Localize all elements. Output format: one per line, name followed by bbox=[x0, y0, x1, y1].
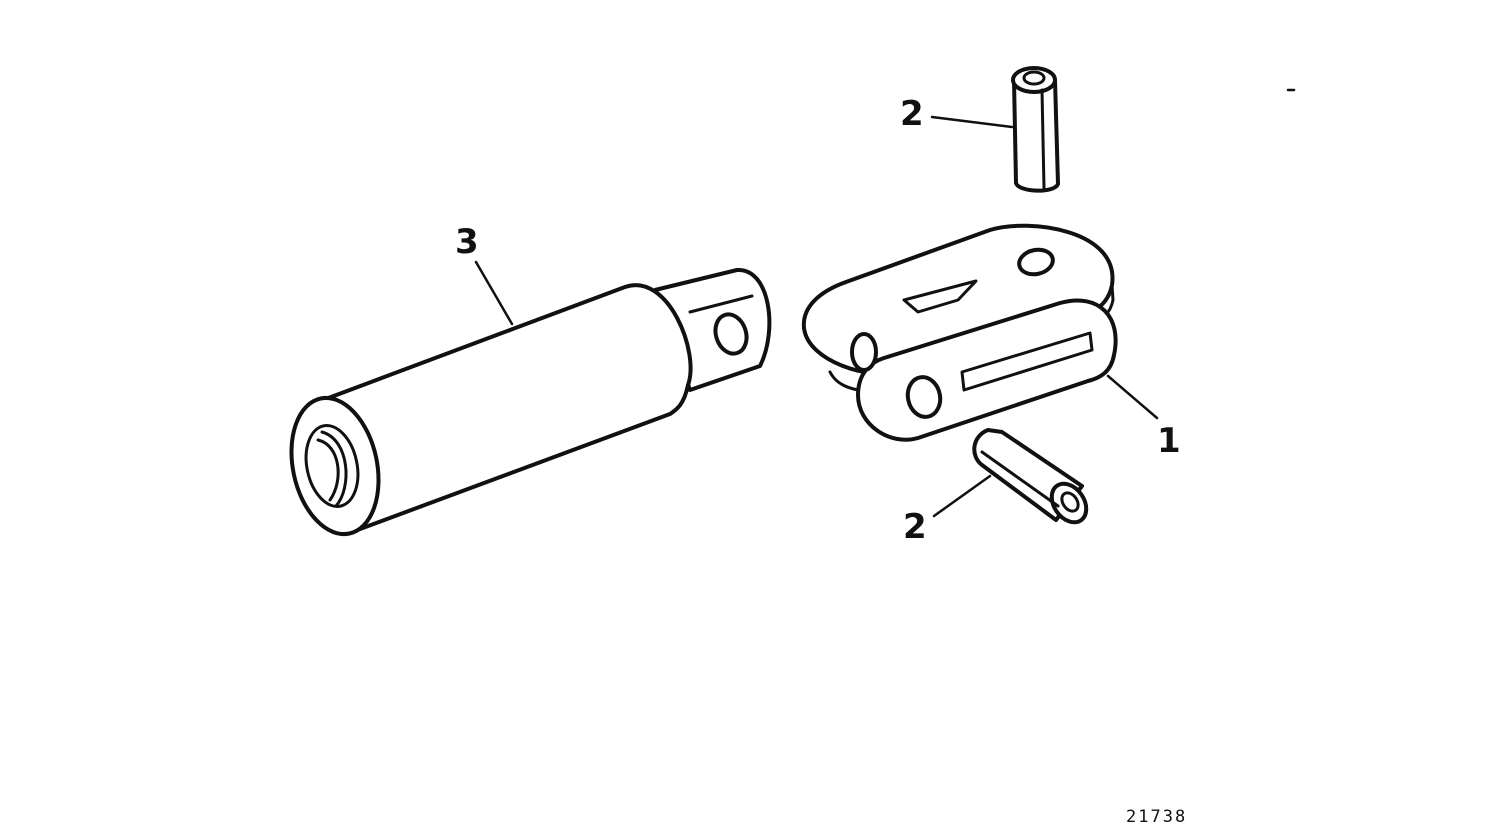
leader-line-lower-2 bbox=[932, 474, 992, 518]
upper-roll-pin bbox=[1011, 66, 1060, 193]
lower-roll-pin bbox=[972, 428, 1089, 525]
clevis-top-hole bbox=[1017, 247, 1055, 277]
leader-line-1 bbox=[1106, 374, 1159, 420]
clevis-side-hole bbox=[905, 375, 943, 419]
leader-line-3 bbox=[474, 260, 514, 326]
callout-clevis: 1 bbox=[1157, 421, 1181, 461]
callout-extension: 3 bbox=[455, 222, 479, 262]
clevis-part bbox=[801, 223, 1118, 442]
callout-pin-upper: 2 bbox=[900, 94, 924, 134]
leader-line-upper-2 bbox=[930, 115, 1014, 129]
figure-number: 21738 bbox=[1126, 807, 1187, 827]
tang-hole bbox=[713, 312, 749, 356]
callout-pin-lower: 2 bbox=[903, 507, 927, 547]
extension-part bbox=[289, 267, 772, 537]
